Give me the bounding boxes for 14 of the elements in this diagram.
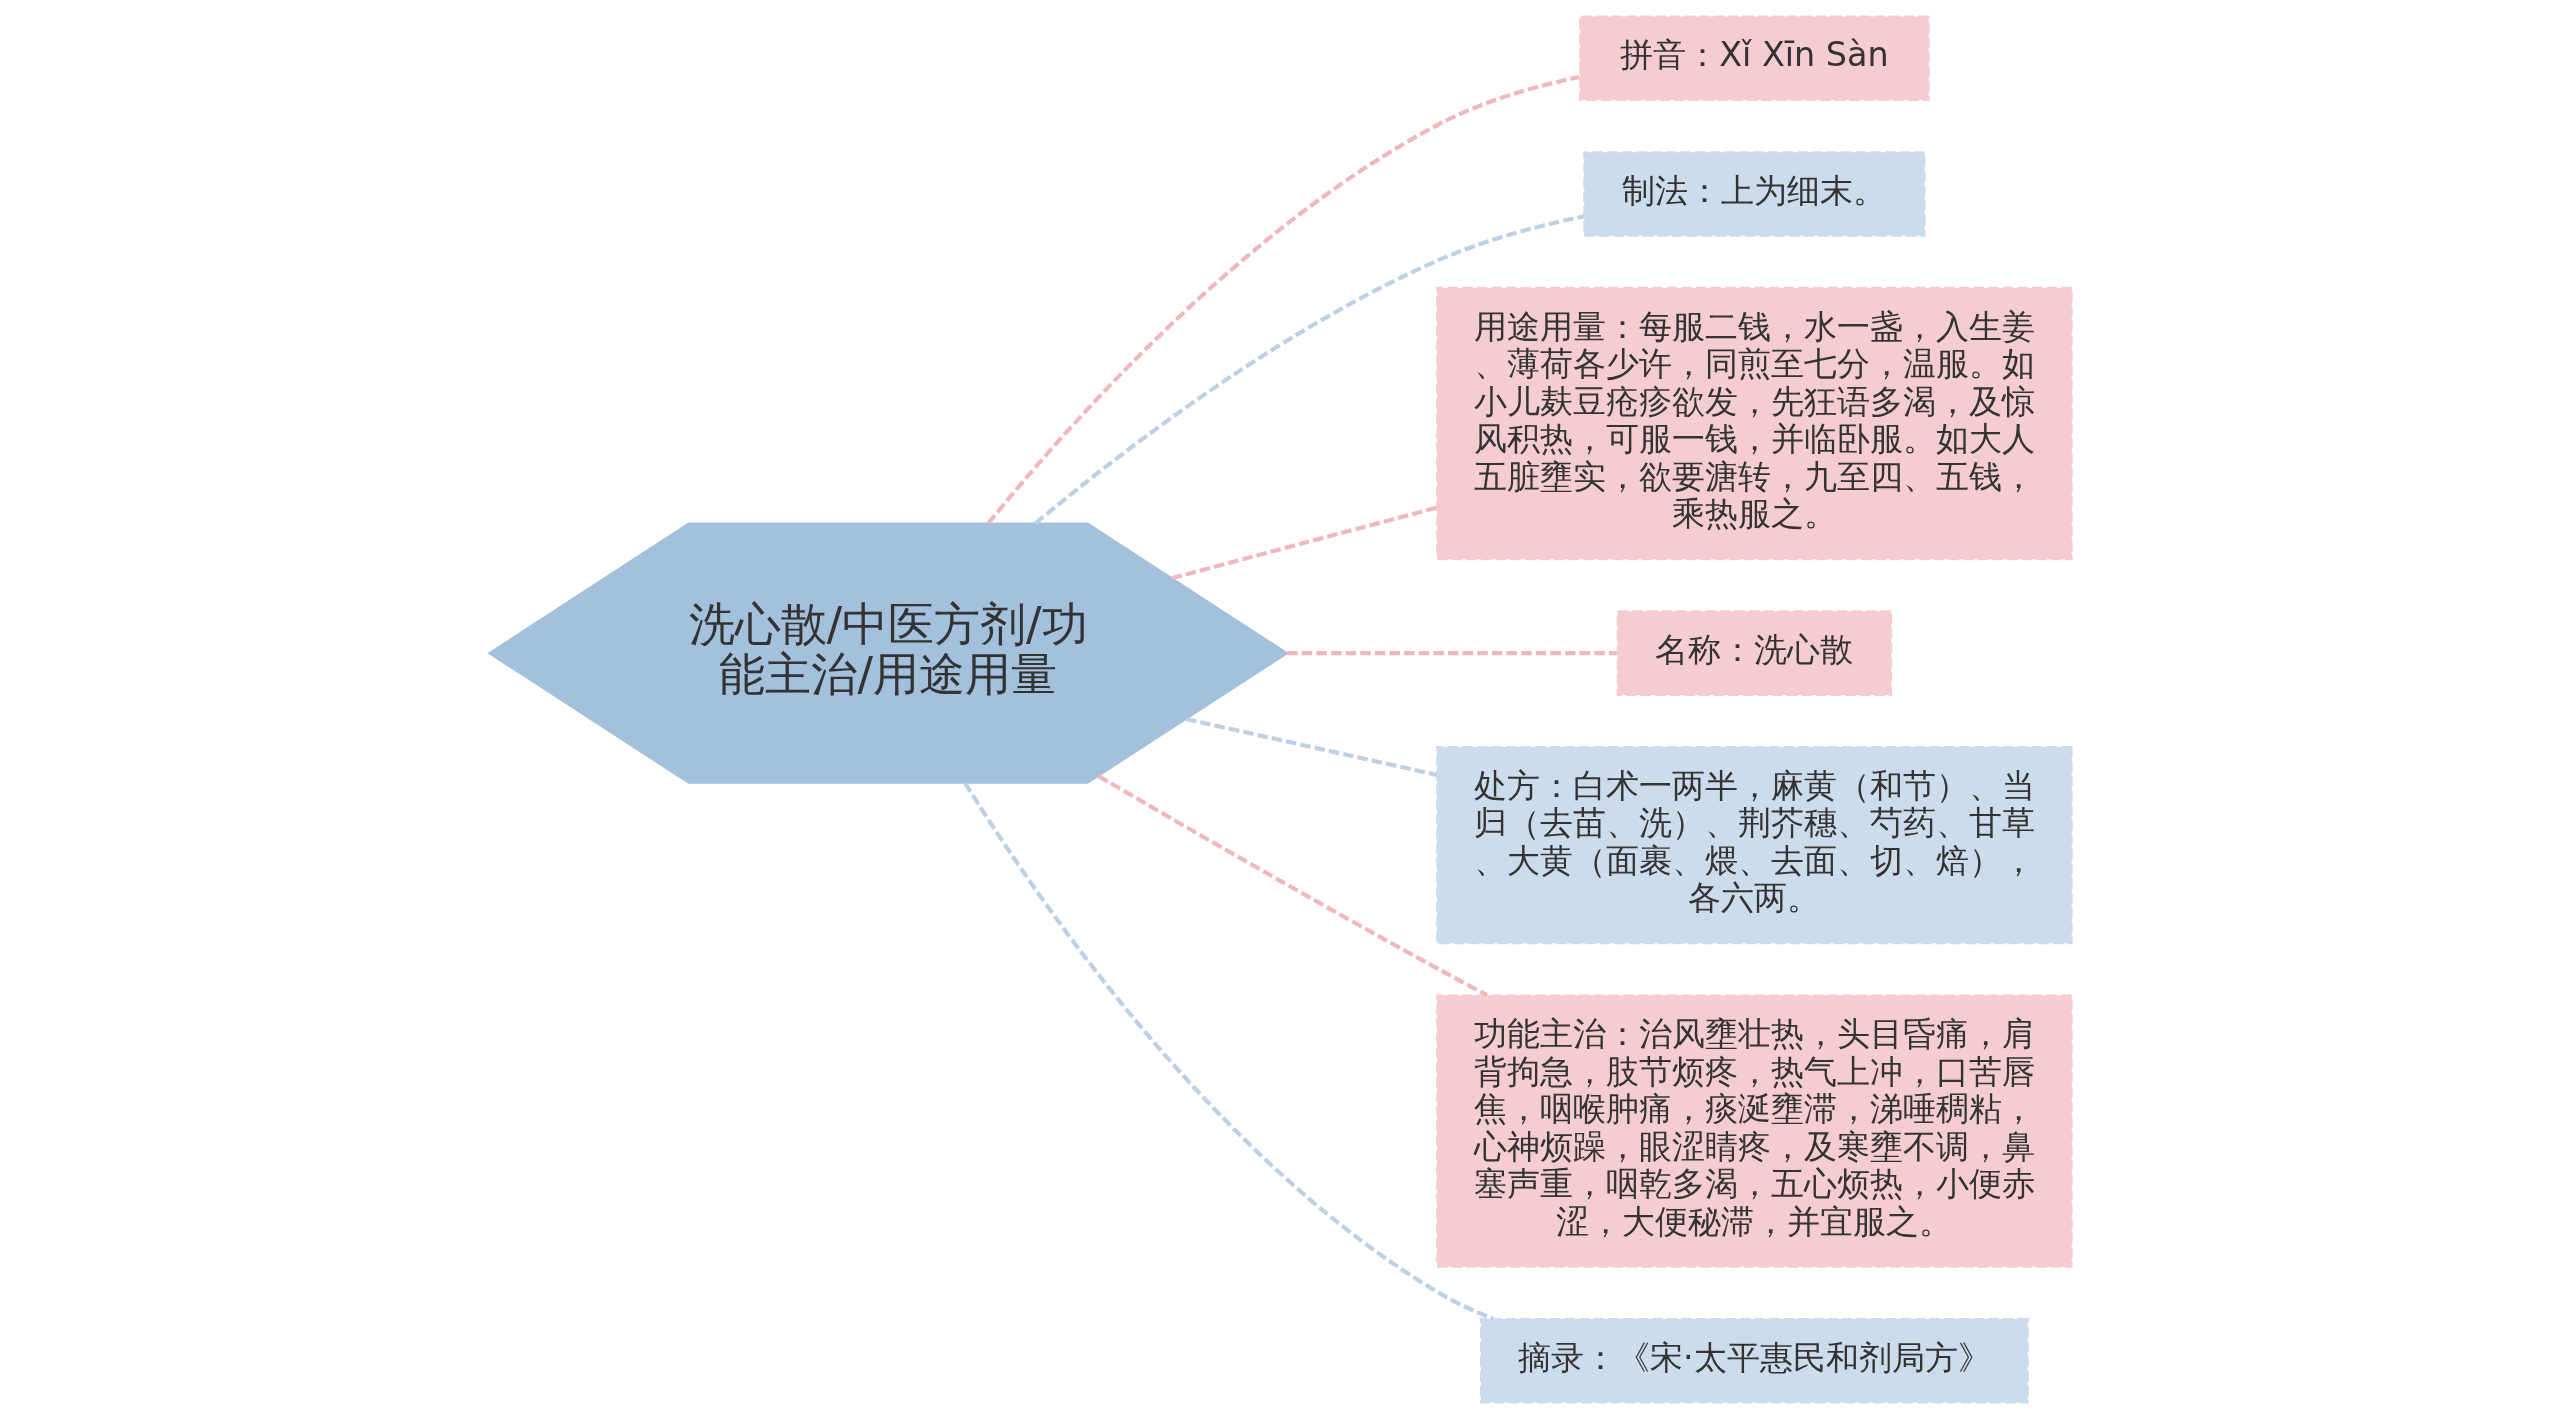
node-box: 处方：白术一两半，麻黄（和节）、当归（去苗、洗）、荆芥穗、芍药、甘草、大黄（面裹、煨、去面、切、焙），各六两。 bbox=[1435, 746, 2073, 945]
node-box: 制法：上为细末。 bbox=[1582, 151, 1926, 237]
node-box: 名称：洗心散 bbox=[1616, 610, 1892, 696]
node-box: 功能主治：治风壅壮热，头目昏痛，肩背拘急，肢节烦疼，热气上冲，口苦唇焦，咽喉肿痛，痰涎壅滞，涕唾稠粘，心神烦躁，眼涩睛疼，及寒壅不调，鼻塞声重，咽乾多渴，五心烦热，小便赤涩，大便秘滞，并宜服之。 bbox=[1435, 994, 2073, 1268]
connector bbox=[1286, 651, 1617, 656]
connector bbox=[1170, 505, 1437, 581]
node-box: 摘录：《宋·太平惠民和剂局方》 bbox=[1479, 1317, 2029, 1404]
node-box: 用途用量：每服二钱，水一盏，入生姜、薄荷各少许，同煎至七分，温服。如小儿麸豆疮疹欲发，先狂语多渴，及惊风积热，可服一钱，并临卧服。如大人五脏壅实，欲要溏转，九至四、五钱，乘热服之。 bbox=[1435, 286, 2073, 561]
connector bbox=[1033, 214, 1584, 525]
connector bbox=[962, 781, 1494, 1321]
connector bbox=[1185, 717, 1437, 777]
connector bbox=[1097, 774, 1488, 998]
connector bbox=[986, 74, 1580, 525]
node-box: 拼音：Xǐ Xīn Sàn bbox=[1578, 15, 1930, 102]
